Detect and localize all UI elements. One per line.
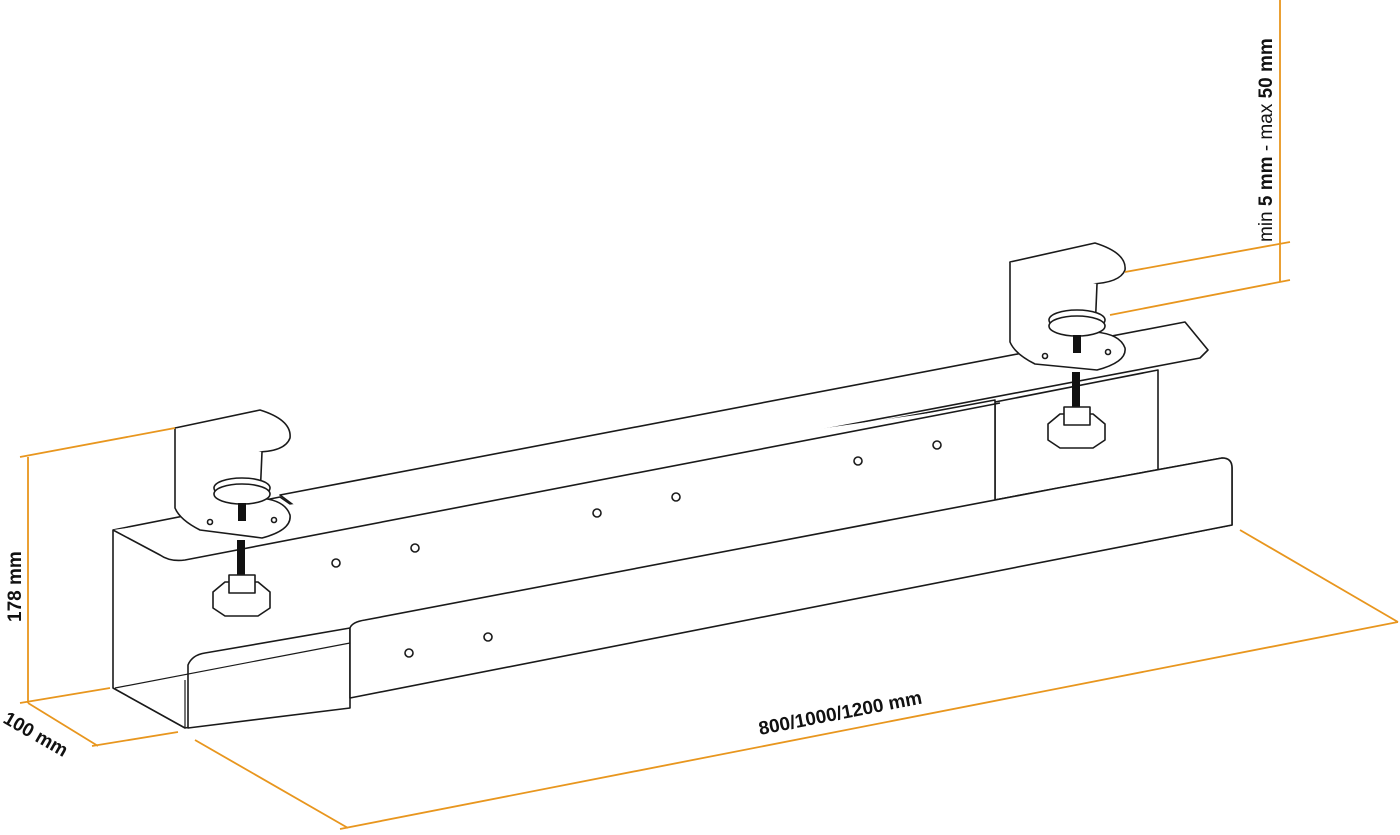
screw-holes <box>331 440 942 658</box>
clamp-max-value: 50 mm <box>1256 38 1277 98</box>
left-clamp <box>174 409 291 617</box>
clamp-range-label: min 5 mm - max 50 mm <box>1256 38 1277 242</box>
tray-body <box>112 399 1233 729</box>
right-clamp <box>1009 242 1126 449</box>
length-label: 800/1000/1200 mm <box>757 688 924 740</box>
dimension-lines <box>19 0 1399 830</box>
depth-label: 100 mm <box>0 708 71 762</box>
clamp-min-word: min <box>1256 211 1277 242</box>
height-label: 178 mm <box>5 551 26 622</box>
clamp-min-value: 5 mm <box>1256 156 1277 206</box>
clamp-separator: - max <box>1256 98 1277 156</box>
